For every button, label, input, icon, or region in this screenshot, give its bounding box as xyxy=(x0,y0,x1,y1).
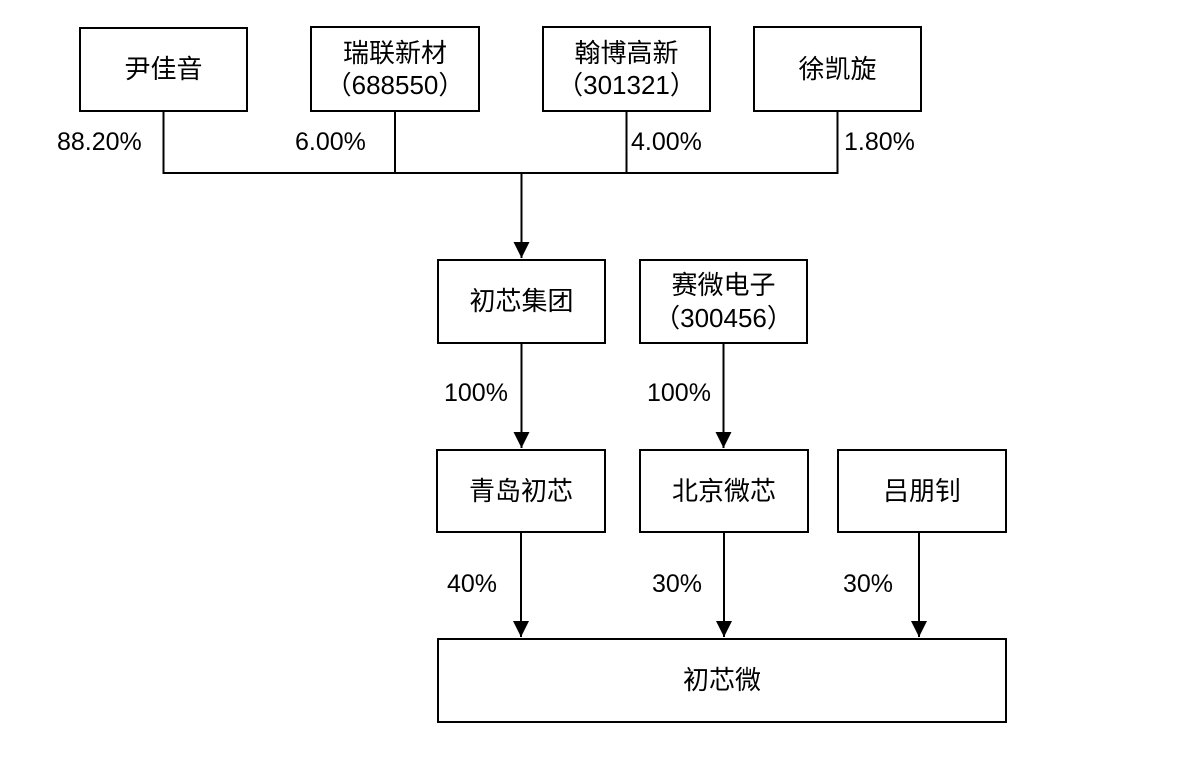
node-beijing-weixin: 北京微芯 xyxy=(639,449,809,533)
node-label: 初芯集团 xyxy=(469,286,574,317)
node-yin-jiayin: 尹佳音 xyxy=(79,27,248,112)
node-stock-code: （300456） xyxy=(654,302,793,333)
node-xu-kaixuan: 徐凯旋 xyxy=(753,26,922,112)
node-chuxin-jituan: 初芯集团 xyxy=(437,259,606,344)
node-label: 赛微电子 xyxy=(671,270,776,301)
node-stock-code: （688550） xyxy=(325,70,465,100)
node-label: 吕朋钊 xyxy=(882,475,961,506)
node-label: 青岛初芯 xyxy=(468,475,573,506)
ownership-label-yin-jiayin: 88.20% xyxy=(57,128,142,156)
node-label: 翰博高新 xyxy=(574,37,679,68)
node-label: 北京微芯 xyxy=(671,475,776,506)
node-saiwei-dianzi: 赛微电子 （300456） xyxy=(639,259,808,344)
ownership-label-qingdao-chuxin: 40% xyxy=(447,570,498,598)
ownership-label-beijing-weixin: 30% xyxy=(652,570,703,598)
node-lv-pengzhao: 吕朋钊 xyxy=(837,449,1007,533)
node-hanbo-gaoxin: 翰博高新 （301321） xyxy=(542,26,711,112)
ownership-label-hanbo: 4.00% xyxy=(631,128,702,156)
node-label: 瑞联新材 xyxy=(342,37,447,68)
node-stock-code: （301321） xyxy=(557,70,696,100)
ownership-label-saiwei: 100% xyxy=(647,379,711,407)
node-qingdao-chuxin: 青岛初芯 xyxy=(436,449,606,533)
node-ruilian-xincai: 瑞联新材 （688550） xyxy=(310,26,480,112)
node-chuxinwei: 初芯微 xyxy=(437,638,1007,723)
ownership-label-lv-pengzhao: 30% xyxy=(843,570,894,598)
node-label: 尹佳音 xyxy=(124,54,203,85)
ownership-label-ruilian: 6.00% xyxy=(295,128,366,156)
ownership-label-chuxin-jituan: 100% xyxy=(444,379,508,407)
ownership-label-xu-kaixuan: 1.80% xyxy=(844,128,915,156)
node-label: 徐凯旋 xyxy=(798,53,877,84)
node-label: 初芯微 xyxy=(682,665,761,696)
